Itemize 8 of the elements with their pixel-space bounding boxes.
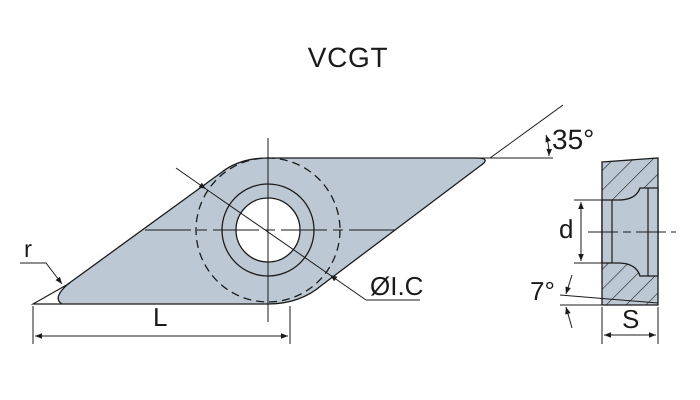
dimension-label: ØI.C bbox=[370, 273, 424, 299]
dimension-label: r bbox=[24, 238, 32, 262]
diagram-title: VCGT bbox=[306, 44, 390, 72]
dimension-label: 35° bbox=[552, 126, 594, 154]
dimension-label: 7° bbox=[530, 278, 555, 304]
dimension-label: L bbox=[153, 304, 168, 330]
dimension-label: S bbox=[622, 306, 640, 332]
dimension-label: d bbox=[559, 216, 574, 242]
